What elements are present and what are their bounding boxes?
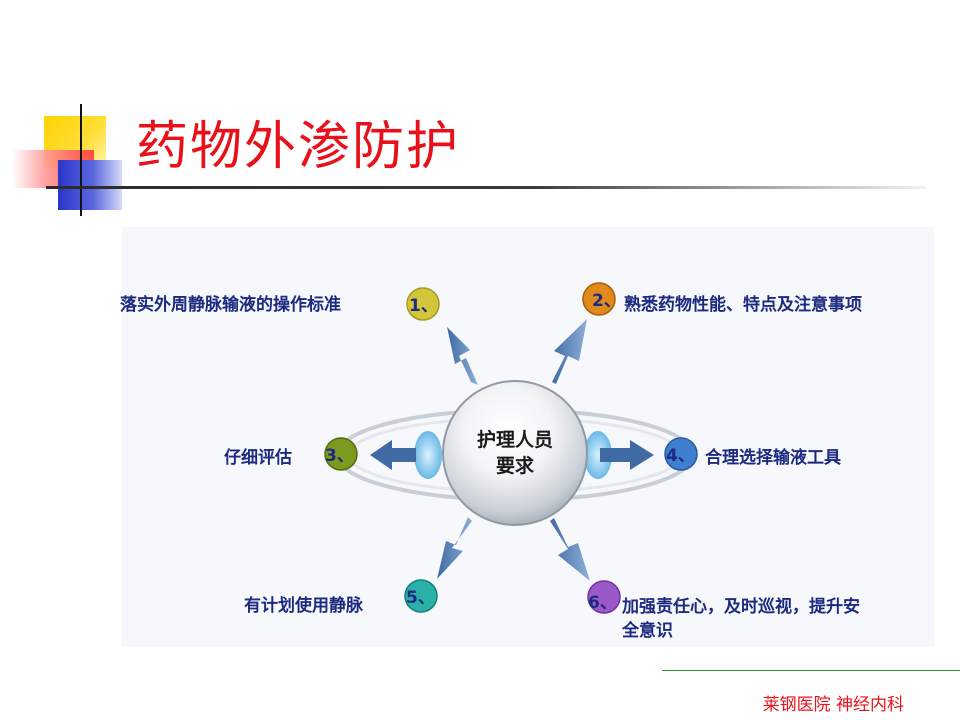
node-5-circle xyxy=(404,579,438,613)
node-3-label: 仔细评估 xyxy=(224,448,292,468)
node-3-circle xyxy=(324,437,358,471)
decor-blue-square xyxy=(58,160,122,210)
glow-left xyxy=(414,431,442,479)
center-label-line1: 护理人员 xyxy=(477,428,553,451)
node-6-circle xyxy=(587,580,621,614)
node-5-number: 5、 xyxy=(406,588,435,608)
node-4: 4、 xyxy=(664,437,698,471)
node-6: 6、 xyxy=(587,580,621,614)
arrow-to-node-5 xyxy=(437,517,472,579)
node-5-label: 有计划使用静脉 xyxy=(244,596,363,616)
node-2-number: 2、 xyxy=(592,291,621,311)
node-3-number: 3、 xyxy=(325,446,354,466)
footer-text: 莱钢医院 神经内科 xyxy=(762,695,904,715)
center-label-line2: 要求 xyxy=(496,454,535,477)
diagram-panel: 护理人员 要求 1、 2、 3、 4、 5、 6、 xyxy=(122,227,934,647)
node-4-circle xyxy=(664,437,698,471)
slide-title: 药物外渗防护 xyxy=(136,117,461,177)
node-1-circle xyxy=(406,287,440,321)
arrow-to-node-4 xyxy=(600,440,654,470)
node-3: 3、 xyxy=(324,437,358,471)
node-2-label: 熟悉药物性能、特点及注意事项 xyxy=(624,295,862,315)
center-sphere xyxy=(442,380,588,526)
node-1-number: 1、 xyxy=(409,296,438,316)
decor-vertical-rule xyxy=(80,104,82,216)
node-2-circle xyxy=(582,282,616,316)
footer-rule xyxy=(662,670,960,671)
node-6-label-line2: 全意识 xyxy=(622,621,673,641)
node-5: 5、 xyxy=(404,579,438,613)
title-underline xyxy=(46,186,926,189)
arrow-to-node-3 xyxy=(370,440,416,470)
node-6-number: 6、 xyxy=(588,593,617,613)
arrow-to-node-1 xyxy=(447,327,478,385)
node-1: 1、 xyxy=(406,287,440,321)
node-6-label-line1: 加强责任心，及时巡视，提升安 xyxy=(622,597,860,617)
arrow-to-node-6 xyxy=(550,518,590,581)
glow-right xyxy=(584,431,612,479)
node-4-number: 4、 xyxy=(666,446,695,466)
node-4-label: 合理选择输液工具 xyxy=(705,448,841,468)
node-1-label: 落实外周静脉输液的操作标准 xyxy=(120,295,341,315)
node-2: 2、 xyxy=(582,282,621,316)
arrow-to-node-2 xyxy=(552,319,587,384)
